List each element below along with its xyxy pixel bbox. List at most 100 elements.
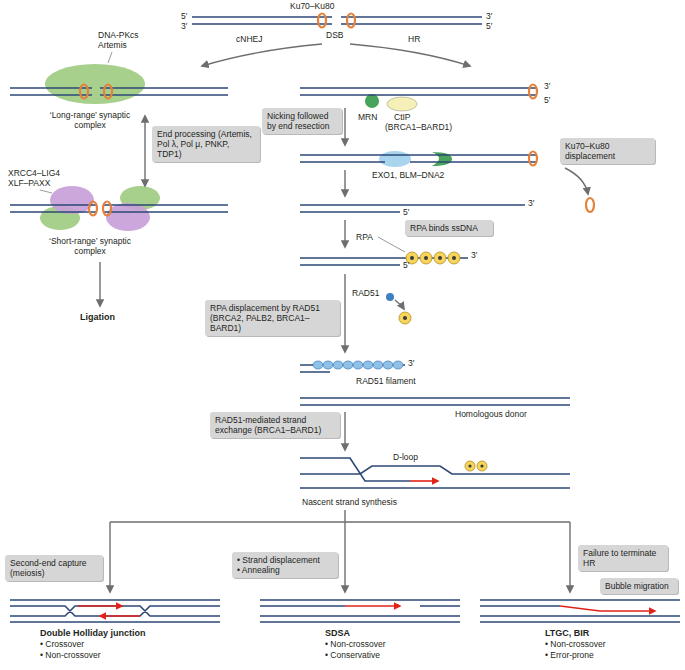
annotation-label: • Non-crossover <box>325 639 386 649</box>
ku-ring <box>529 85 537 99</box>
rad51-filament <box>313 361 323 369</box>
rad51-filament <box>353 361 363 369</box>
annotation-label: 5′ <box>486 21 492 31</box>
process-arrow <box>569 522 570 592</box>
annotation-label: HR <box>408 34 420 44</box>
nascent-strand <box>410 480 438 482</box>
rad51-filament <box>393 361 403 369</box>
rpa-ring-core <box>468 464 471 467</box>
annotation-label: • Crossover <box>40 639 84 649</box>
process-arrow <box>110 510 570 522</box>
dna-strand <box>300 205 525 212</box>
rad51-filament <box>343 361 353 369</box>
dna-strand <box>300 88 537 95</box>
callout-box: RAD51-mediated strand exchange (BRCA1–BA… <box>210 412 340 438</box>
callout-box: Nicking followed by end resection <box>262 108 342 134</box>
process-arrow <box>109 522 110 592</box>
callout-text: RPA binds ssDNA <box>410 223 488 233</box>
callout-text: End processing (Artemis, Pol λ, Pol μ, P… <box>157 129 255 159</box>
process-arrow <box>395 300 404 309</box>
rpa-ring <box>465 461 475 471</box>
annotation-label: CtIP <box>394 112 411 122</box>
annotation-label: 3′ <box>486 11 492 21</box>
rpa-ring-core <box>410 256 414 260</box>
annotation-label: (BRCA1–BARD1) <box>385 122 452 132</box>
process-arrow <box>344 412 345 450</box>
dna-strand <box>300 458 570 488</box>
callout-box: Bubble migration <box>600 578 678 594</box>
ku-ring <box>104 85 112 99</box>
callout-text: RPA displacement by RAD51 (BRCA2, PALB2,… <box>210 303 335 333</box>
dna-strand <box>192 17 482 24</box>
callout-box: • Strand displacement• Annealing <box>232 552 338 578</box>
callout-box: RPA displacement by RAD51 (BRCA2, PALB2,… <box>205 300 340 336</box>
callout-text: • Strand displacement <box>237 555 333 565</box>
process-arrow <box>344 220 345 247</box>
annotation-label: LTGC, BIR <box>545 628 589 638</box>
annotation-label: RAD51 filament <box>356 376 416 386</box>
dna-strand <box>260 600 460 622</box>
process-arrow <box>565 168 588 194</box>
process-arrow <box>202 44 322 66</box>
annotation-label: 3′ <box>181 21 187 31</box>
annotation-label: Double Holliday junction <box>40 628 146 638</box>
annotation-label: 3′ <box>544 81 550 91</box>
rpa-ring <box>399 252 487 471</box>
process-arrow <box>344 274 345 352</box>
callout-text: Bubble migration <box>605 581 673 591</box>
process-arrow <box>344 170 345 196</box>
nascent-strand <box>78 605 122 607</box>
rpa-ring-core <box>480 464 483 467</box>
annotation-label: ‘Short-range’ synaptic complex <box>45 236 135 256</box>
annotation-label: Homologous donor <box>455 409 527 419</box>
protein-blob <box>386 293 394 301</box>
ku-ring <box>347 14 355 28</box>
ku-ring <box>80 14 594 216</box>
annotation-label: • Conservative <box>325 650 380 660</box>
annotation-label: D-loop <box>393 452 418 462</box>
annotation-label: XRCC4–LIG4 <box>8 168 60 178</box>
rpa-ring <box>477 461 487 471</box>
dna-strand <box>480 600 680 622</box>
dna-strand <box>300 398 570 405</box>
annotation-label: 3′ <box>408 358 414 368</box>
nascent-strand <box>345 605 400 607</box>
leader-line <box>40 52 405 252</box>
leader-line <box>108 52 112 63</box>
rad51-filament <box>313 361 403 369</box>
process-arrow <box>100 44 588 592</box>
dna-strand <box>300 155 537 162</box>
annotation-label: • Error-prone <box>545 650 594 660</box>
callout-box: Second-end capture (meiosis) <box>5 555 103 581</box>
annotation-label: • Non-crossover <box>545 639 606 649</box>
ku-ring <box>103 202 111 216</box>
nascent-strand <box>560 606 655 611</box>
annotation-label: 3′ <box>471 250 477 260</box>
annotation-label: Nascent strand synthesis <box>302 497 397 507</box>
callout-box: End processing (Artemis, Pol λ, Pol μ, P… <box>152 126 260 162</box>
annotation-label: RPA <box>356 232 373 242</box>
protein-blob <box>45 64 145 104</box>
annotation-label: RAD51 <box>352 288 379 298</box>
annotation-label: Ku70–Ku80 <box>290 1 334 11</box>
nascent-strand <box>100 615 140 617</box>
process-arrow <box>350 44 470 66</box>
rad51-filament <box>323 361 333 369</box>
annotation-label: 5′ <box>403 207 409 217</box>
callout-box: Ku70–Ku80 displacement <box>560 138 655 164</box>
rad51-filament <box>363 361 373 369</box>
process-arrow <box>99 262 100 306</box>
rad51-filament <box>373 361 383 369</box>
annotation-label: MRN <box>358 112 377 122</box>
protein-blob <box>379 151 411 167</box>
ku-ring <box>318 14 326 28</box>
callout-text: • Annealing <box>237 565 333 575</box>
callout-box: Failure to terminate HR <box>578 545 668 571</box>
annotation-label: 5′ <box>544 95 550 105</box>
callout-text: Ku70–Ku80 displacement <box>565 141 650 161</box>
annotation-label: 3′ <box>528 198 534 208</box>
callout-text: Second-end capture (meiosis) <box>10 558 98 578</box>
annotation-label: EXO1, BLM–DNA2 <box>372 170 444 180</box>
protein-blob <box>387 97 417 111</box>
